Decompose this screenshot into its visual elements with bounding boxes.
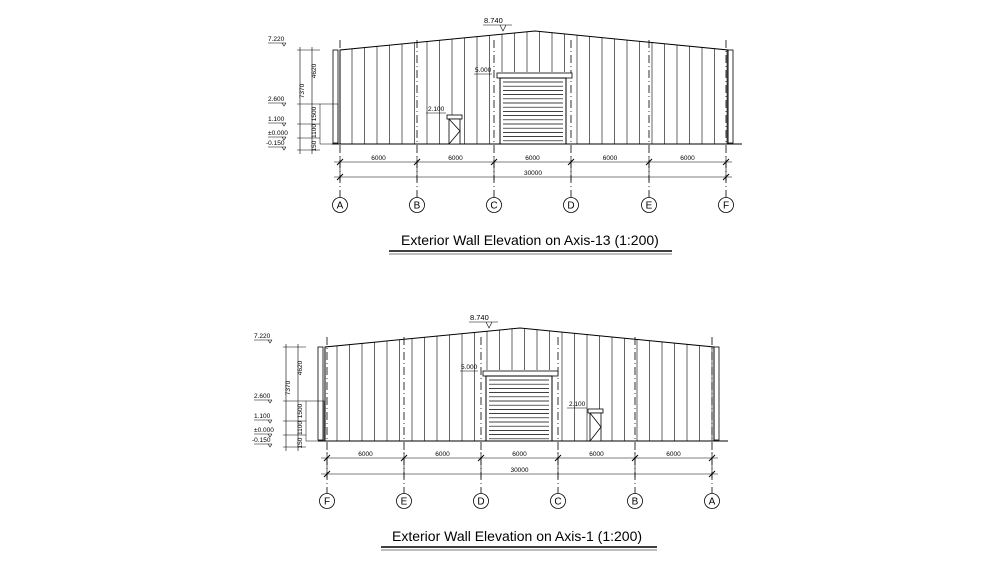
bay-dimension: 6000 xyxy=(680,155,695,162)
bay-dimension: 6000 xyxy=(603,155,618,162)
door-elevation-marker: 5.000 xyxy=(460,364,478,372)
door-top-elevation: 5.000 xyxy=(461,364,478,371)
vertical-dimension: 150 xyxy=(311,140,318,151)
vertical-dimension: 150 xyxy=(297,437,304,448)
window-top-elevation: 2.100 xyxy=(569,401,586,408)
ridge-elevation-marker: 8.740 xyxy=(469,313,498,329)
drawing-title: Exterior Wall Elevation on Axis-1 (1:200… xyxy=(392,528,642,544)
axis-label: A xyxy=(709,497,716,508)
rolling-door xyxy=(482,370,559,442)
vertical-dimension: 1500 xyxy=(311,106,318,121)
level-elevation: 1.100 xyxy=(268,116,285,123)
window-top-elevation: 2.100 xyxy=(428,106,445,113)
axis-label: E xyxy=(646,201,653,212)
axis-label: A xyxy=(337,201,344,212)
ridge-elevation: 8.740 xyxy=(470,313,489,322)
level-elevation: 7.220 xyxy=(268,36,285,43)
vertical-dimension: 4620 xyxy=(311,63,318,78)
axis-bubble xyxy=(396,493,412,509)
door-elevation-marker: 5.000 xyxy=(474,67,492,75)
level-elevation: 1.100 xyxy=(254,413,271,420)
left-elevation-marks: 7.220 2.600 1.100 ±0.000 -0.150 4620 7370 1500 1… xyxy=(266,36,339,154)
vertical-dimension: 7370 xyxy=(285,380,292,395)
total-dimension: 30000 xyxy=(510,467,528,474)
axis-label: D xyxy=(567,201,574,212)
side-door xyxy=(587,408,604,442)
axis-bubble xyxy=(550,493,566,509)
bay-dimension: 6000 xyxy=(435,451,450,458)
level-elevation: -0.150 xyxy=(266,140,285,147)
vertical-dimension: 1500 xyxy=(297,403,304,418)
window-elevation-marker: 2.100 xyxy=(426,106,446,114)
drawing-title: Exterior Wall Elevation on Axis-13 (1:20… xyxy=(401,232,659,248)
axis-bubble xyxy=(473,493,489,509)
axis-bubble xyxy=(641,197,657,213)
level-elevation: 7.220 xyxy=(254,333,271,340)
ridge-elevation-marker: 8.740 xyxy=(483,16,512,32)
elevation-axis-13: 8.740 5.000 2.100 7.220 2.600 1.100 ±0.000 -… xyxy=(266,16,742,255)
axis-label: F xyxy=(723,201,729,212)
axis-bubbles: A B C D E F xyxy=(332,197,734,213)
bay-dimension: 6000 xyxy=(512,451,527,458)
rolling-door xyxy=(496,72,573,145)
axis-label: F xyxy=(324,497,330,508)
bay-dimension: 6000 xyxy=(358,451,373,458)
level-elevation: 2.600 xyxy=(254,393,271,400)
level-elevation: ±0.000 xyxy=(254,427,274,434)
dimension-lines: 6000 6000 6000 6000 6000 30000 xyxy=(334,155,732,181)
axis-bubble xyxy=(563,197,579,213)
bay-dimension: 6000 xyxy=(371,155,386,162)
axis-bubble xyxy=(486,197,502,213)
axis-bubble xyxy=(332,197,348,213)
level-elevation: ±0.000 xyxy=(268,130,288,137)
axis-label: B xyxy=(632,497,639,508)
axis-bubble xyxy=(409,197,425,213)
bay-dimension: 6000 xyxy=(448,155,463,162)
vertical-dimension: 1100 xyxy=(311,124,318,138)
axis-bubble xyxy=(627,493,643,509)
vertical-dimension: 4620 xyxy=(297,360,304,375)
bay-dimension: 6000 xyxy=(589,451,604,458)
axis-bubble xyxy=(718,197,734,213)
dimension-lines: 6000 6000 6000 6000 6000 30000 xyxy=(321,451,718,478)
ridge-elevation: 8.740 xyxy=(484,16,503,25)
level-elevation: -0.150 xyxy=(252,437,271,444)
side-door xyxy=(446,114,463,145)
axis-label: D xyxy=(477,497,484,508)
door-top-elevation: 5.000 xyxy=(475,67,492,74)
axis-center-lines xyxy=(339,40,727,197)
axis-bubble xyxy=(319,493,335,509)
axis-label: C xyxy=(554,497,561,508)
axis-bubble xyxy=(704,493,720,509)
vertical-dimension: 1100 xyxy=(297,421,304,435)
vertical-dimension: 7370 xyxy=(299,83,306,98)
axis-center-lines xyxy=(326,337,713,493)
elevation-axis-1: 8.740 5.000 2.100 7.220 2.600 1.100 ±0.000 -… xyxy=(252,313,728,551)
axis-label: B xyxy=(414,201,421,212)
window-elevation-marker: 2.100 xyxy=(567,401,587,409)
axis-label: C xyxy=(490,201,497,212)
bay-dimension: 6000 xyxy=(525,155,540,162)
total-dimension: 30000 xyxy=(524,170,542,177)
level-elevation: 2.600 xyxy=(268,96,285,103)
left-elevation-marks: 7.220 2.600 1.100 ±0.000 -0.150 4620 7370 1500 1… xyxy=(252,333,325,451)
axis-label: E xyxy=(401,497,408,508)
bay-dimension: 6000 xyxy=(666,451,681,458)
